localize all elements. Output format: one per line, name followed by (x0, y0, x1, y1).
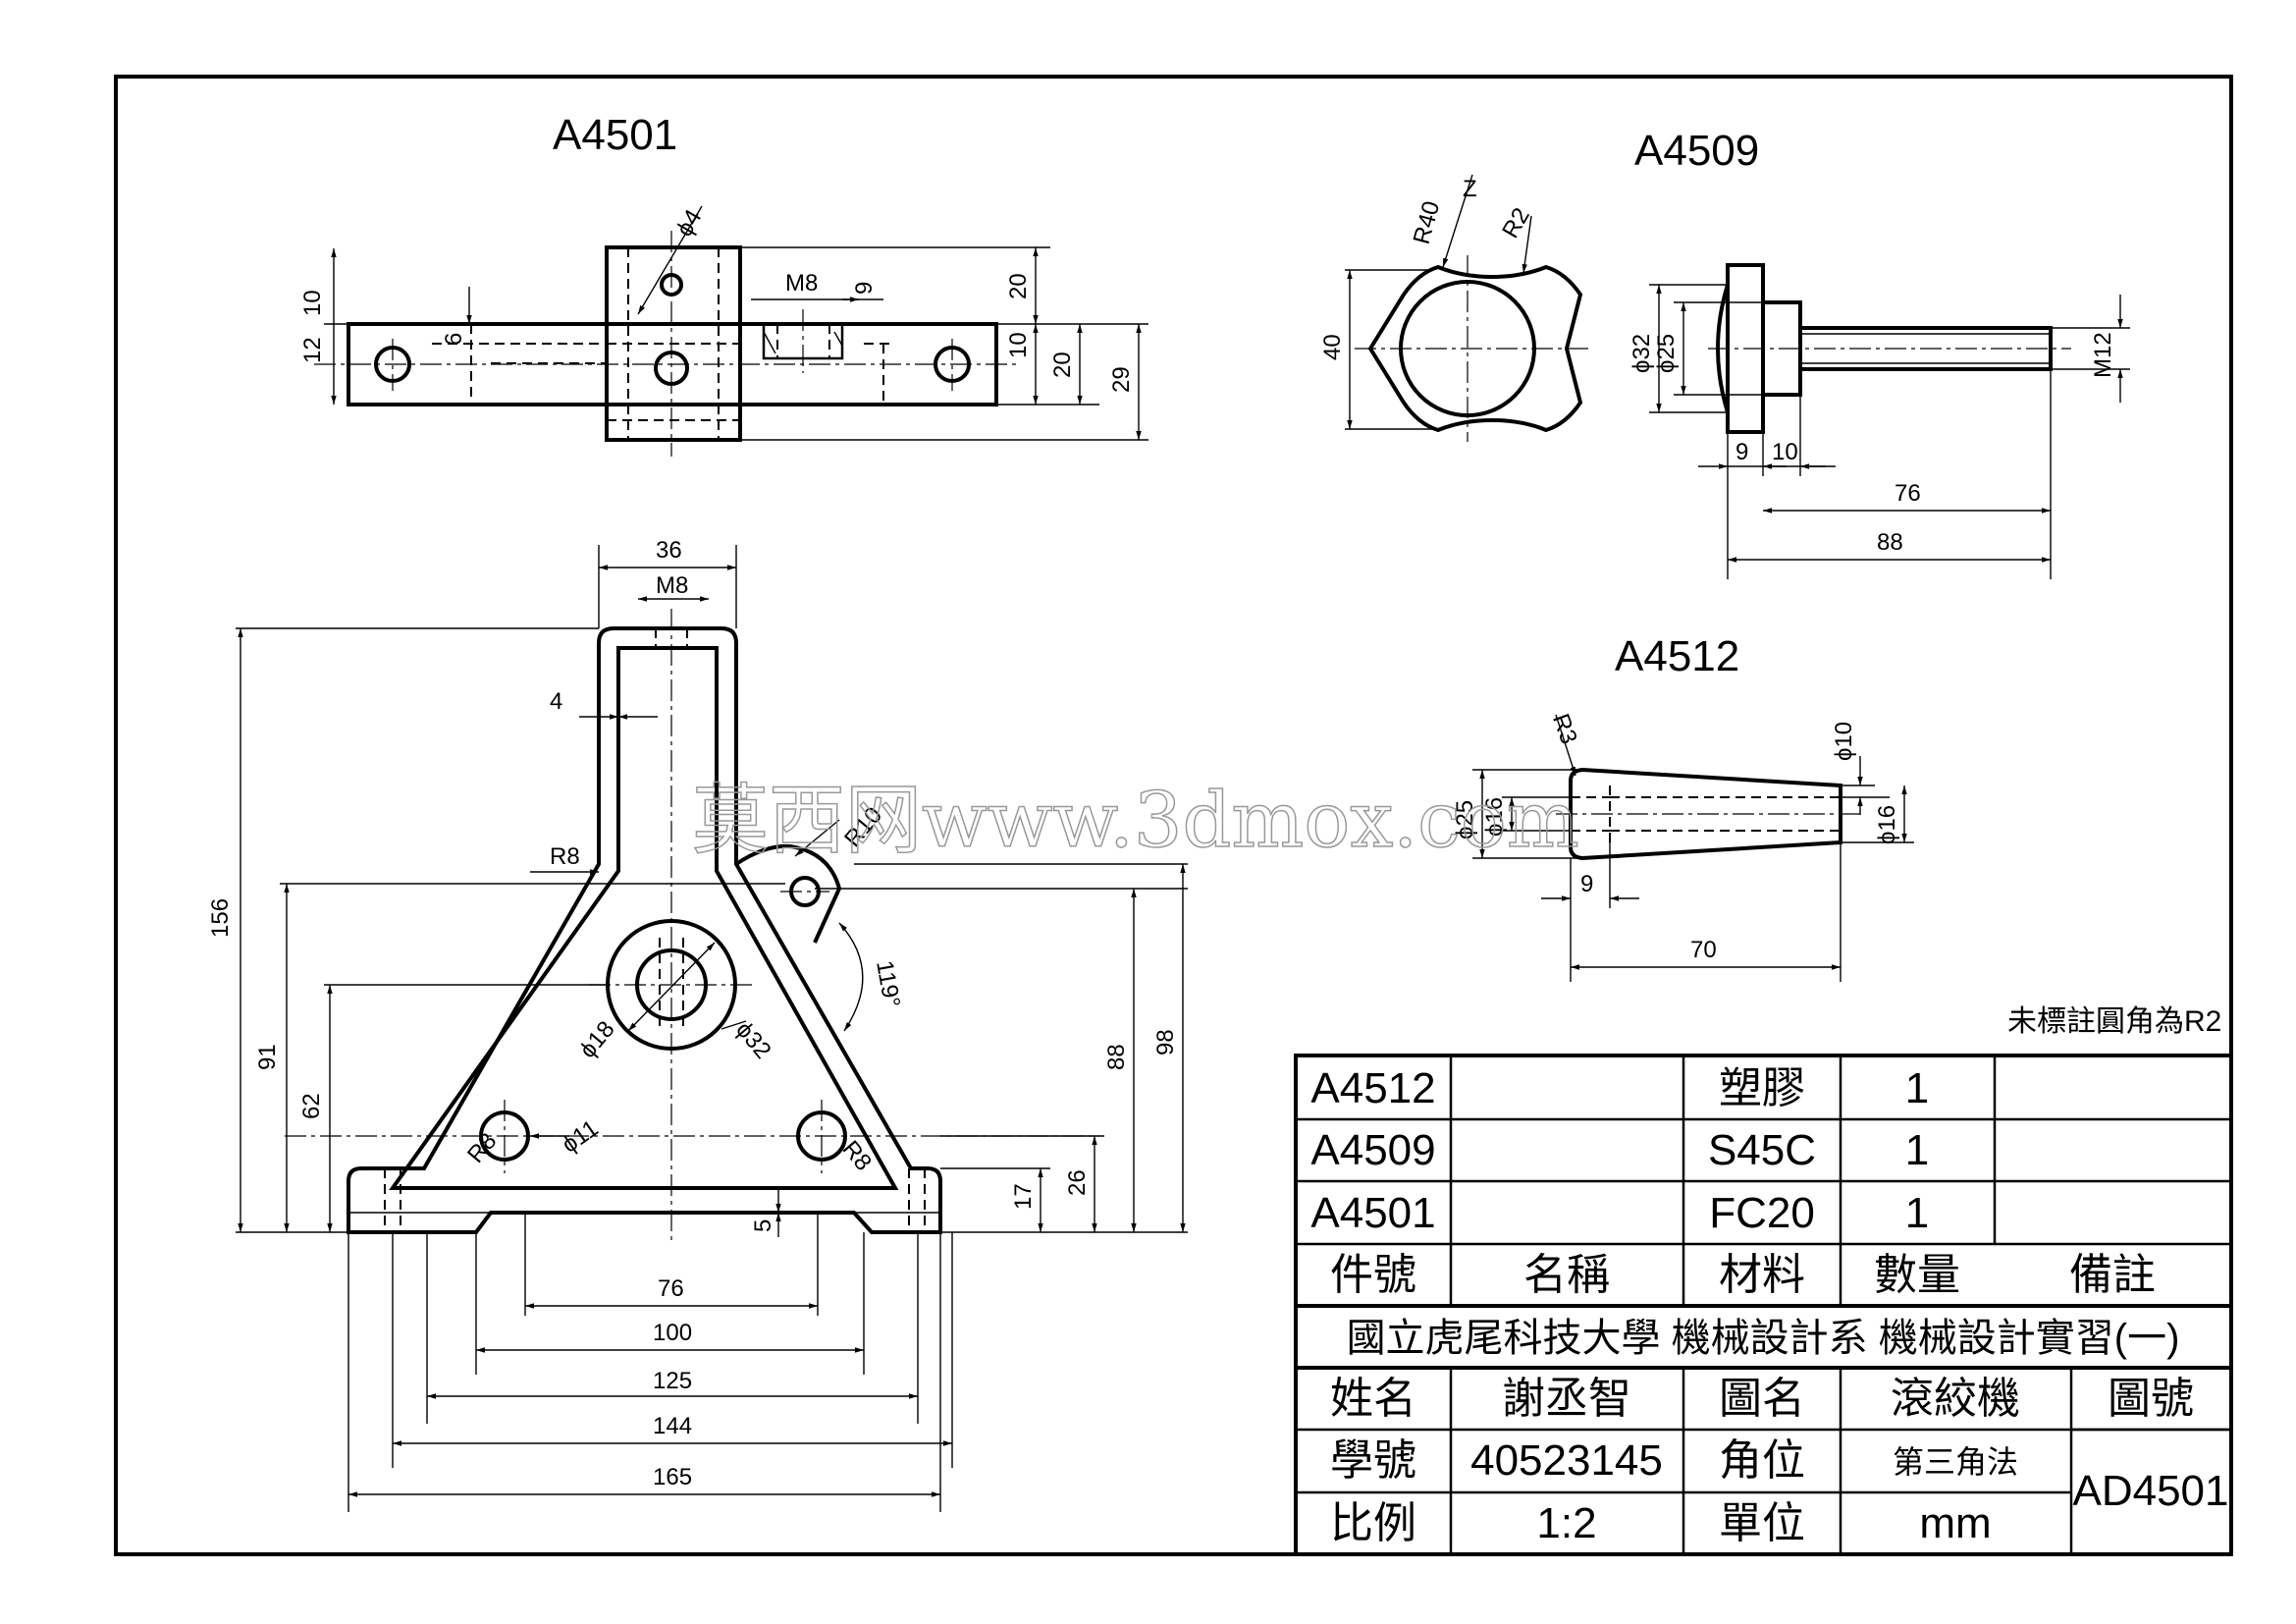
a4509-dim-r40: R40 (1409, 198, 1445, 247)
a4501-front-dim-d11: ϕ11 (558, 1115, 604, 1159)
drawing-value: 滾絞機 (1891, 1375, 2020, 1423)
parts-row-1-no: A4509 (1310, 1126, 1435, 1174)
parts-row-0-material: 塑膠 (1719, 1064, 1805, 1112)
a4501-front-dim-91: 91 (254, 1044, 281, 1070)
a4501-front-dim-m8: M8 (656, 572, 688, 599)
a4512-dim-r3: R3 (1547, 710, 1582, 747)
a4501-front-dim-62: 62 (298, 1093, 325, 1119)
parts-row-0-qty: 1 (1905, 1064, 1929, 1112)
parts-row-0-no: A4512 (1310, 1064, 1435, 1112)
scale-value: 1:2 (1536, 1499, 1596, 1547)
a4501-top-dim-m8: M8 (785, 270, 818, 297)
a4512-dim-70: 70 (1690, 937, 1717, 963)
a4509-dim-10: 10 (1772, 439, 1798, 465)
scale-label: 比例 (1330, 1499, 1416, 1547)
a4509-dim-76: 76 (1895, 480, 1921, 507)
a4501-top-dim-20a: 20 (1005, 273, 1032, 299)
a4509-dim-m12: M12 (2090, 332, 2116, 378)
a4512-dim-d16a: ϕ16 (1481, 797, 1508, 837)
a4509-dim-9: 9 (1735, 439, 1748, 465)
sheet-border (114, 75, 2233, 1556)
id-value: 40523145 (1470, 1436, 1663, 1485)
a4501-top-view: A4501 ϕ4 M8 9 10 (299, 111, 1148, 457)
a4509-dim-z: Z (1463, 176, 1477, 202)
a4501-top-dim-6: 6 (441, 333, 467, 346)
a4509-dim-r2: R2 (1497, 203, 1535, 243)
a4501-front-dim-5: 5 (750, 1219, 776, 1232)
a4509-dim-d32: ϕ32 (1629, 334, 1655, 373)
title-block: A4512 塑膠 1 A4509 S45C 1 A4501 FC20 1 件號 … (1294, 1054, 2233, 1556)
a4501-front-dim-26: 26 (1064, 1169, 1091, 1196)
a4501-front-dim-156: 156 (207, 898, 234, 938)
a4501-front-view: 36 M8 4 R8 R10 156 91 62 119° ϕ18 ϕ32 R8… (207, 537, 1188, 1512)
angle-label: 角位 (1719, 1436, 1805, 1485)
name-label: 姓名 (1330, 1375, 1416, 1423)
parts-row-1-material: S45C (1708, 1126, 1816, 1174)
a4509-title: A4509 (1634, 127, 1759, 175)
a4509-dim-40: 40 (1319, 334, 1346, 360)
parts-header-remark: 備註 (2069, 1251, 2156, 1299)
parts-row-1-qty: 1 (1905, 1126, 1929, 1174)
parts-row-2-no: A4501 (1310, 1189, 1435, 1237)
a4501-top-dim-10b: 10 (1005, 332, 1032, 358)
parts-row-2-qty: 1 (1905, 1189, 1929, 1237)
a4501-top-dim-12: 12 (299, 337, 326, 363)
a4501-top-dim-10: 10 (299, 290, 326, 316)
school-title: 國立虎尾科技大學 機械設計系 機械設計實習(一) (1347, 1317, 2180, 1360)
a4501-front-dim-36: 36 (656, 537, 682, 564)
a4512-dim-d16b: ϕ16 (1874, 805, 1900, 844)
a4501-top-dim-9: 9 (851, 282, 878, 295)
a4501-front-dim-4: 4 (550, 688, 562, 715)
a4501-top-dim-29: 29 (1108, 366, 1135, 393)
a4501-front-dim-r8a: R8 (550, 843, 580, 870)
a4512-title: A4512 (1615, 632, 1739, 680)
a4512-dim-d25: ϕ25 (1452, 800, 1478, 839)
a4501-front-dim-100: 100 (653, 1320, 692, 1346)
parts-row-2-material: FC20 (1709, 1189, 1815, 1237)
number-value: AD4501 (2072, 1467, 2228, 1515)
watermark: 莫西网www.3dmox.com (692, 777, 1579, 865)
id-label: 學號 (1330, 1436, 1416, 1485)
name-value: 謝丞智 (1502, 1375, 1631, 1423)
parts-header-qty: 數量 (1874, 1251, 1960, 1299)
number-label: 圖號 (2108, 1375, 2194, 1423)
a4501-front-dim-r8b: R8 (462, 1128, 502, 1168)
parts-header-no: 件號 (1330, 1251, 1416, 1299)
a4501-front-dim-144: 144 (653, 1413, 692, 1439)
general-note: 未標註圓角為R2 (2007, 1005, 2221, 1038)
a4501-front-dim-d18: ϕ18 (574, 1016, 619, 1063)
unit-label: 單位 (1719, 1499, 1805, 1547)
a4501-title: A4501 (553, 111, 677, 159)
a4509-views: A4509 40 R40 Z R2 ϕ32 ϕ25 M12 (1319, 127, 2130, 579)
a4501-front-dim-88: 88 (1103, 1044, 1130, 1070)
a4501-front-dim-125: 125 (653, 1368, 692, 1394)
a4501-top-dim-d4: ϕ4 (671, 205, 708, 242)
drawing-label: 圖名 (1719, 1375, 1805, 1423)
parts-header-name: 名稱 (1523, 1251, 1610, 1299)
a4512-dim-9: 9 (1580, 871, 1593, 897)
angle-value: 第三角法 (1893, 1444, 2018, 1480)
a4501-front-dim-165: 165 (653, 1464, 692, 1490)
a4501-front-dim-76: 76 (658, 1275, 684, 1302)
a4509-dim-d25: ϕ25 (1653, 334, 1680, 373)
a4512-dim-d10: ϕ10 (1831, 722, 1857, 761)
a4501-front-dim-98: 98 (1152, 1029, 1179, 1056)
a4512-view: A4512 ϕ25 ϕ16 R3 ϕ10 ϕ16 9 70 (1452, 632, 1914, 982)
a4501-top-dim-20b: 20 (1049, 352, 1076, 378)
a4501-front-dim-17: 17 (1010, 1183, 1037, 1210)
unit-value: mm (1919, 1499, 1991, 1547)
a4509-dim-88: 88 (1877, 529, 1903, 556)
a4501-front-dim-119: 119° (871, 958, 905, 1009)
parts-header-material: 材料 (1719, 1251, 1805, 1299)
